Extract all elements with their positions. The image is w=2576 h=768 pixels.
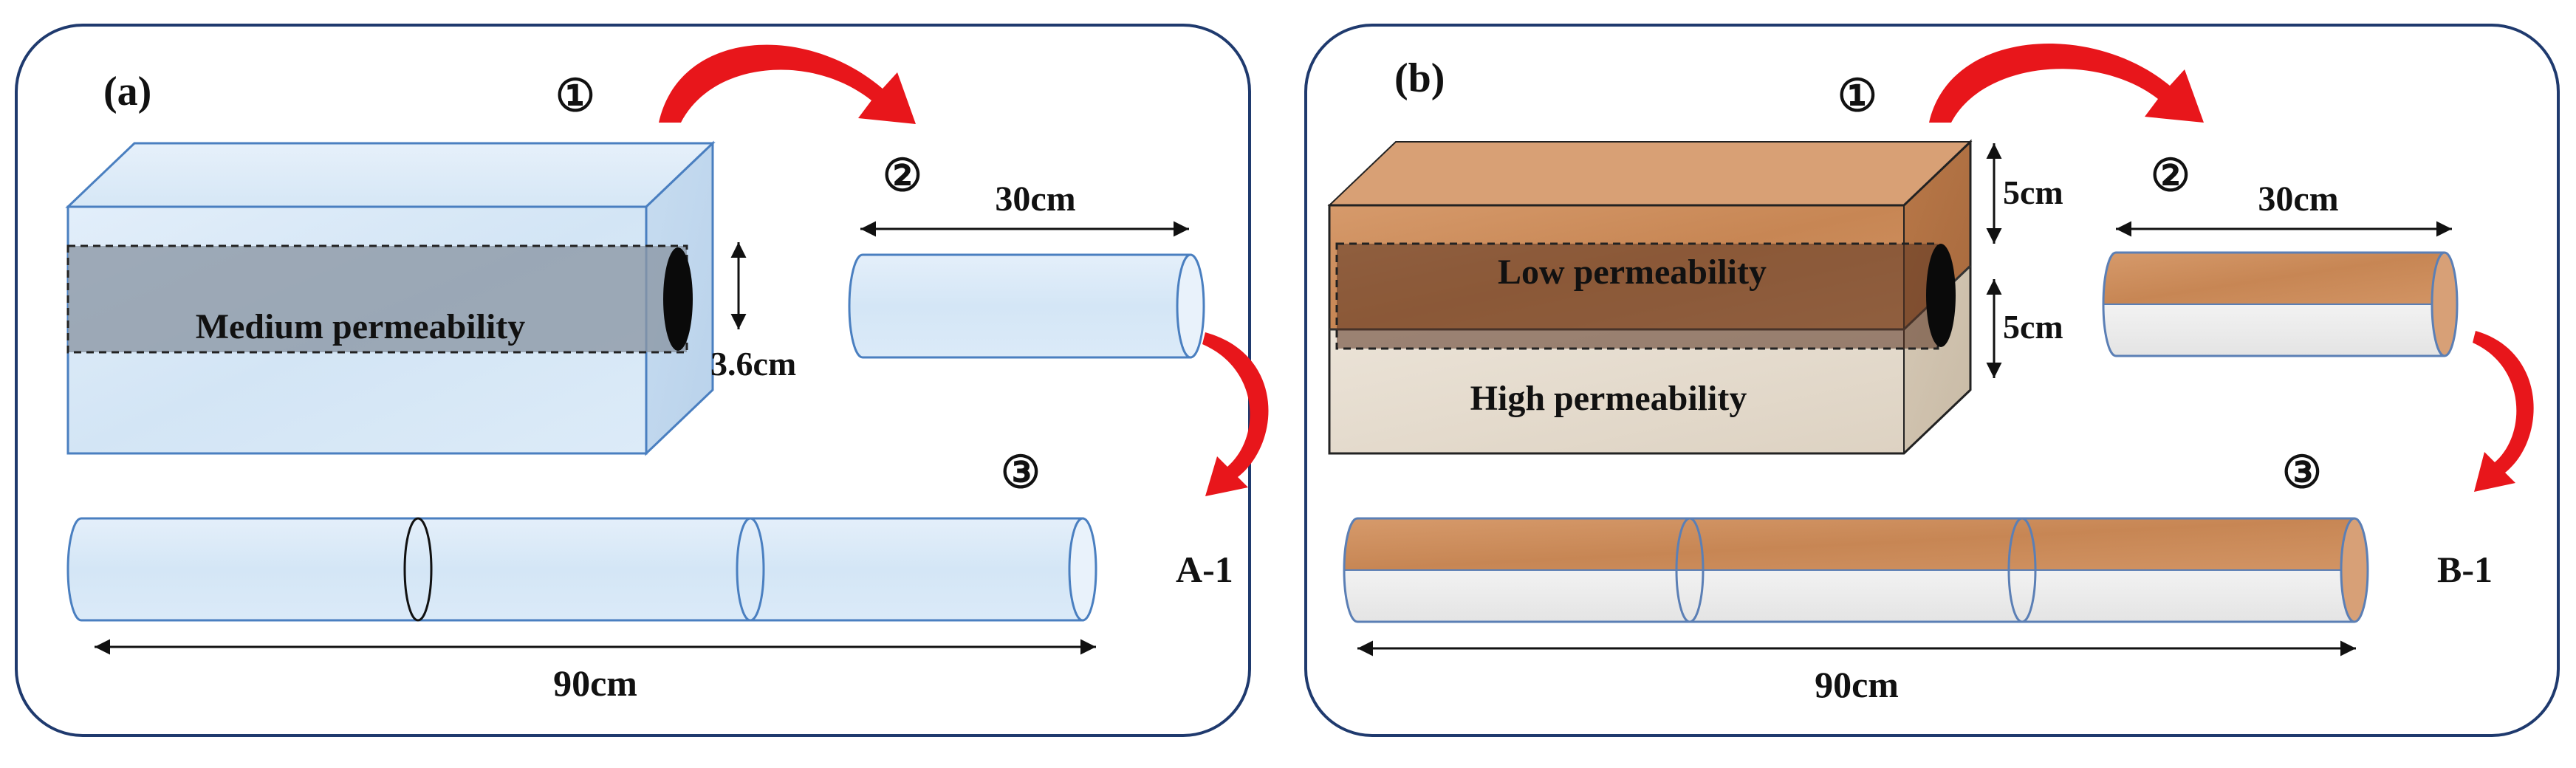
panel-a-long-length: 90cm <box>553 662 637 704</box>
panel-b-high-layer-front <box>1329 329 1904 453</box>
panel-b-arrow-1-to-2 <box>1929 44 2204 123</box>
panel-a-tag: (a) <box>103 69 151 114</box>
panel-b-frame <box>1304 24 2560 737</box>
panel-b: (b) Low permeability High permeability 5… <box>1304 24 2560 737</box>
panel-a-long-core <box>66 517 1097 622</box>
panel-b-short-length: 30cm <box>2258 179 2338 219</box>
panel-b-short-core <box>2102 251 2459 357</box>
panel-b-long-length: 90cm <box>1815 664 1899 705</box>
panel-b-segment-joint <box>2007 517 2037 623</box>
panel-a-arrow-2-to-3 <box>1202 332 1269 496</box>
panel-b-upper-label: Low permeability <box>1498 253 1767 292</box>
panel-a-step1-marker: ① <box>555 72 595 120</box>
panel-b-step1-marker: ① <box>1837 72 1877 120</box>
panel-b-lower-label: High permeability <box>1470 379 1747 418</box>
panel-b-segment-joint <box>1675 517 1705 623</box>
panel-b-long-core <box>1343 517 2369 623</box>
panel-b-upper-thickness: 5cm <box>2003 174 2063 211</box>
panel-b-block-top <box>1327 141 1973 206</box>
panel-a-diameter-label: 3.6cm <box>710 345 796 383</box>
panel-a-sample-id: A-1 <box>1176 549 1233 590</box>
panel-a-arrow-1-to-2 <box>659 44 916 124</box>
panel-a-core-band <box>66 244 688 354</box>
panel-b-arrow-2-to-3 <box>2473 331 2534 492</box>
panel-a-segment-joint <box>736 517 765 622</box>
panel-b-step3-marker: ③ <box>2282 448 2322 497</box>
panel-b-tag: (b) <box>1394 55 1445 101</box>
panel-a-short-core <box>848 253 1205 359</box>
panel-a-core-end <box>663 247 693 351</box>
panel-a-step2-marker: ② <box>883 151 922 200</box>
panel-b-step2-marker: ② <box>2151 151 2190 200</box>
panel-a-step3-marker: ③ <box>1001 448 1041 497</box>
panel-b-sample-id: B-1 <box>2437 549 2493 590</box>
panel-a: (a) Medium permeability 3.6cm ① ② 30cm ③ <box>15 24 1269 737</box>
panel-a-short-length: 30cm <box>995 179 1075 219</box>
panel-b-lower-thickness: 5cm <box>2003 308 2063 346</box>
panel-a-core-label: Medium permeability <box>196 307 526 346</box>
panel-a-segment-joint <box>403 517 433 622</box>
panel-b-core-end <box>1926 244 1956 347</box>
panel-a-block-top <box>65 142 716 208</box>
